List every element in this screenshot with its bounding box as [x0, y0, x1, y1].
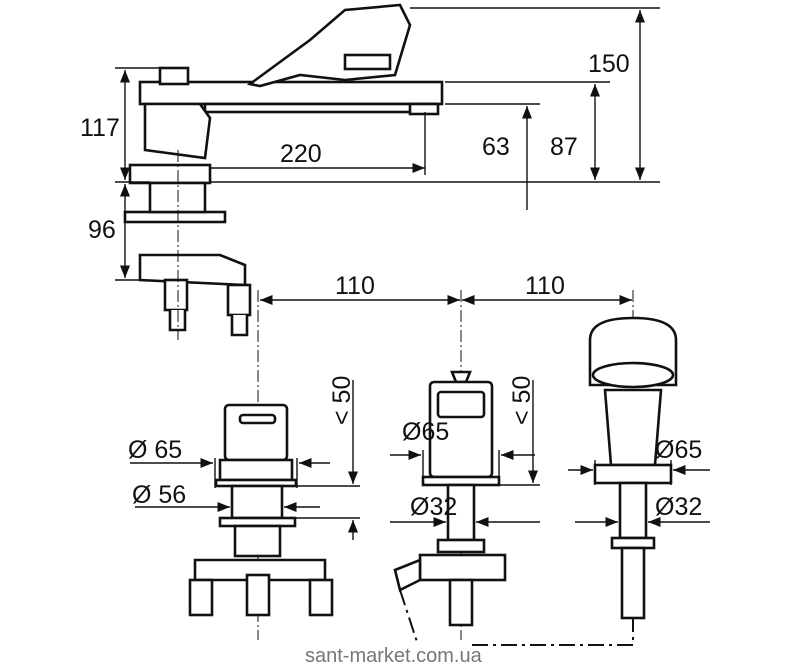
- dim-below-deck: 96: [88, 216, 116, 244]
- dim-spout-height: 117: [80, 114, 120, 142]
- watermark: sant-market.com.ua: [305, 645, 483, 667]
- dim-left-diameter-shank: Ø 56: [132, 481, 186, 509]
- middle-valve: [390, 370, 540, 646]
- dim-left-diameter-top: Ø 65: [128, 436, 182, 464]
- dim-middle-deck-thickness: < 50: [508, 376, 536, 425]
- dim-right-diameter-top: Ø65: [655, 436, 702, 464]
- dim-middle-diameter-shank: Ø32: [410, 493, 457, 521]
- side-dimensions: [115, 7, 660, 281]
- dim-handshower-height: 87: [550, 133, 578, 161]
- dim-spacing-right: 110: [525, 272, 565, 300]
- dim-spacing-left: 110: [335, 272, 375, 300]
- hand-shower: [472, 316, 710, 646]
- left-valve: [130, 380, 360, 617]
- dim-middle-diameter-top: Ø65: [402, 418, 449, 446]
- dim-spout-outlet-height: 63: [482, 133, 510, 161]
- dim-left-deck-thickness: < 50: [328, 376, 356, 425]
- dim-right-diameter-shank: Ø32: [655, 493, 702, 521]
- spout-side-view: [123, 3, 444, 340]
- dim-total-height: 150: [588, 50, 630, 78]
- dim-spout-reach: 220: [280, 140, 322, 168]
